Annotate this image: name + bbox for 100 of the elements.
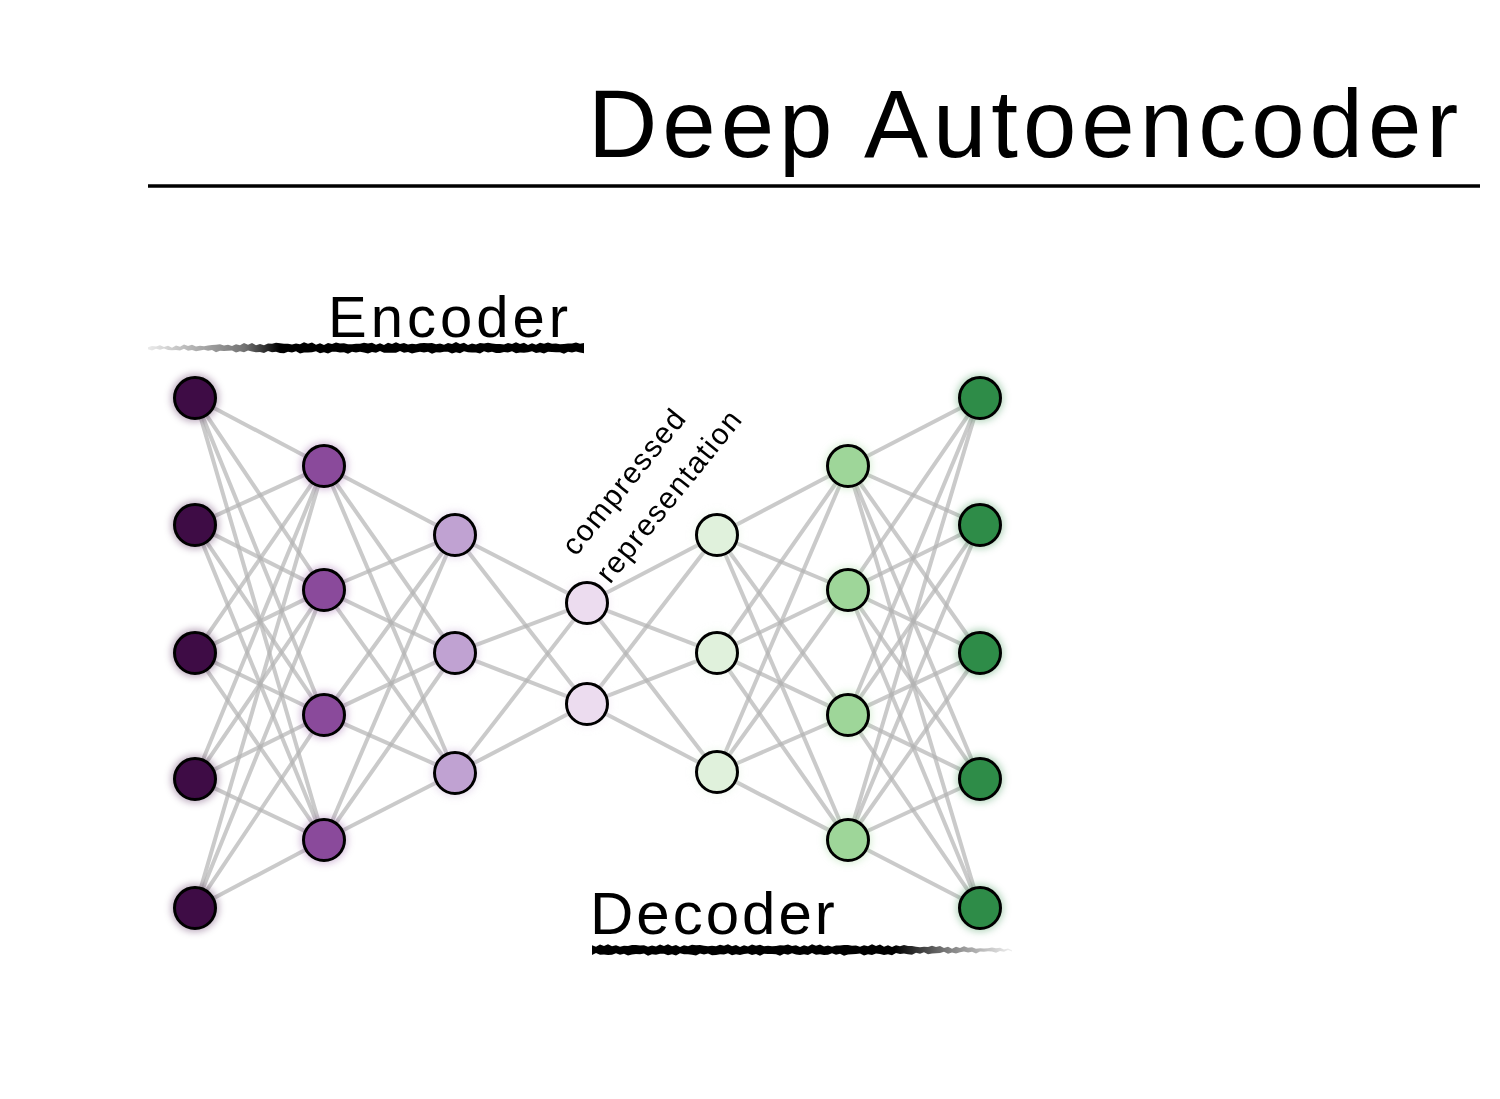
neuron-circle [826,818,870,862]
neuron-circle [433,751,477,795]
connection-line [342,541,437,584]
section-label: Decoder [590,879,838,949]
connection-line [852,485,976,889]
connection-line [598,550,706,689]
connection-line [865,597,963,646]
connection-line [213,473,306,518]
neuron-circle [433,513,477,557]
connection-line [604,543,700,595]
neuron-circle [958,886,1002,930]
neuron-circle [433,631,477,675]
connection-line [334,669,445,824]
connection-line [201,416,318,697]
connection-line [727,605,838,757]
connection-line [205,414,314,574]
connection-line [723,553,842,822]
connection-line [334,482,445,637]
neuron-circle [173,631,217,675]
connection-line [734,660,831,708]
connection-line [466,618,576,758]
connection-line [865,532,963,583]
connection-line [212,406,307,458]
neuron-circle [958,631,1002,675]
connection-line [205,482,314,637]
connection-line [473,658,569,699]
connection-line [212,532,307,583]
connection-line [199,417,320,821]
connection-line [858,731,970,892]
section-label: Encoder [328,283,573,351]
connection-line [858,414,970,574]
connection-line [854,543,974,822]
connection-line [865,660,963,708]
connection-line [734,780,831,832]
connection-line [865,406,963,458]
neuron-circle [958,376,1002,420]
neuron-circle [826,568,870,612]
neuron-circle [302,693,346,737]
neuron-circle [173,376,217,420]
connection-line [201,484,318,761]
connection-line [205,606,314,763]
connection-line [473,608,569,648]
connection-line [472,543,570,595]
connection-line [866,473,962,518]
connection-line [854,608,974,890]
connection-line [341,660,438,708]
connection-line [735,541,830,584]
connection-line [199,485,320,889]
connection-line [734,597,831,646]
connection-line [858,541,970,699]
connection-line [852,417,976,821]
connection-line [212,786,307,833]
connection-line [727,482,838,637]
neuron-circle [958,503,1002,547]
neuron-circle [826,693,870,737]
connection-line [858,481,970,638]
neuron-circle [302,818,346,862]
connection-line [865,786,963,833]
connection-line [205,669,314,824]
connection-line [212,722,307,772]
neuron-circle [173,886,217,930]
neuron-circle [302,568,346,612]
neuron-circle [826,444,870,488]
connection-line [858,668,970,825]
connection-line [334,605,445,758]
connection-line [342,721,437,767]
connection-line [734,474,831,527]
connection-line [854,484,974,761]
connection-line [341,474,438,527]
connection-line [598,618,706,757]
connection-line [205,541,314,699]
neuron-circle [695,631,739,675]
connection-line [735,721,830,766]
connection-line [341,781,438,832]
connection-line [723,484,842,754]
neuron-circle [173,757,217,801]
connection-line [865,848,963,900]
neuron-circle [695,513,739,557]
connection-line [212,597,307,646]
neuron-circle [565,682,609,726]
neuron-circle [302,444,346,488]
connection-line [330,553,449,822]
connection-line [604,712,700,764]
connection-line [858,606,970,763]
neuron-circle [173,503,217,547]
connection-line [727,669,838,824]
connection-line [201,543,318,822]
connection-line [865,722,963,772]
connection-line [212,848,307,900]
connection-line [854,416,974,697]
neuron-circle [695,750,739,794]
neuron-circle [565,581,609,625]
diagram-title: Deep Autoencoder [588,69,1464,179]
neuron-circle [958,757,1002,801]
connection-line [341,597,438,646]
connection-line [605,608,699,648]
connection-line [205,731,314,892]
connection-line [201,608,318,890]
connection-line [466,550,576,689]
connection-line [212,660,307,708]
